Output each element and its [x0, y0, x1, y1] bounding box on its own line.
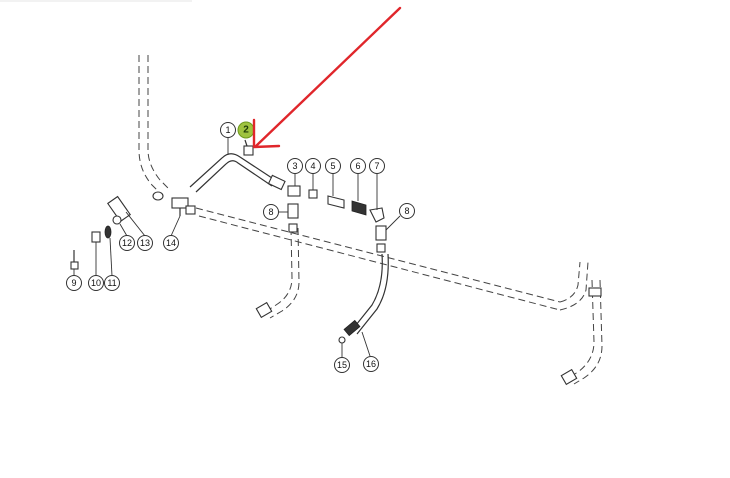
callout-label-4: 4: [310, 161, 315, 171]
callout-label-14: 14: [166, 238, 176, 248]
callout-label-15: 15: [337, 360, 347, 370]
callout-label-8a: 8: [268, 207, 273, 217]
callout-label-3: 3: [292, 161, 297, 171]
callout-3: 3: [287, 158, 303, 174]
phantom-outline: [138, 55, 603, 385]
callout-14: 14: [163, 235, 179, 251]
callout-label-8b: 8: [404, 206, 409, 216]
callout-label-2: 2: [243, 125, 249, 136]
callout-2-highlighted: 2: [237, 121, 255, 139]
fitting-part-2: [243, 145, 254, 156]
callout-10: 10: [88, 275, 104, 291]
callout-label-13: 13: [140, 238, 150, 248]
red-arrow-annotation: [252, 6, 402, 149]
callout-label-9: 9: [71, 278, 76, 288]
callout-9: 9: [66, 275, 82, 291]
callout-label-1: 1: [225, 125, 230, 135]
callout-label-7: 7: [374, 161, 379, 171]
callout-label-12: 12: [122, 238, 132, 248]
pipe-assembly: [70, 139, 602, 386]
callout-label-10: 10: [91, 278, 101, 288]
callout-6: 6: [350, 158, 366, 174]
callout-8-left: 8: [263, 204, 279, 220]
callout-5: 5: [325, 158, 341, 174]
callout-label-11: 11: [107, 278, 116, 288]
callout-16: 16: [363, 356, 379, 372]
callout-label-5: 5: [330, 161, 335, 171]
callout-8-right: 8: [399, 203, 415, 219]
callout-1: 1: [220, 122, 236, 138]
callout-13: 13: [137, 235, 153, 251]
callout-15: 15: [334, 357, 350, 373]
callout-label-16: 16: [366, 359, 376, 369]
callout-12: 12: [119, 235, 135, 251]
callout-11: 11: [104, 275, 120, 291]
callout-label-6: 6: [355, 161, 360, 171]
leader-lines: [73, 138, 401, 358]
callout-7: 7: [369, 158, 385, 174]
callout-4: 4: [305, 158, 321, 174]
